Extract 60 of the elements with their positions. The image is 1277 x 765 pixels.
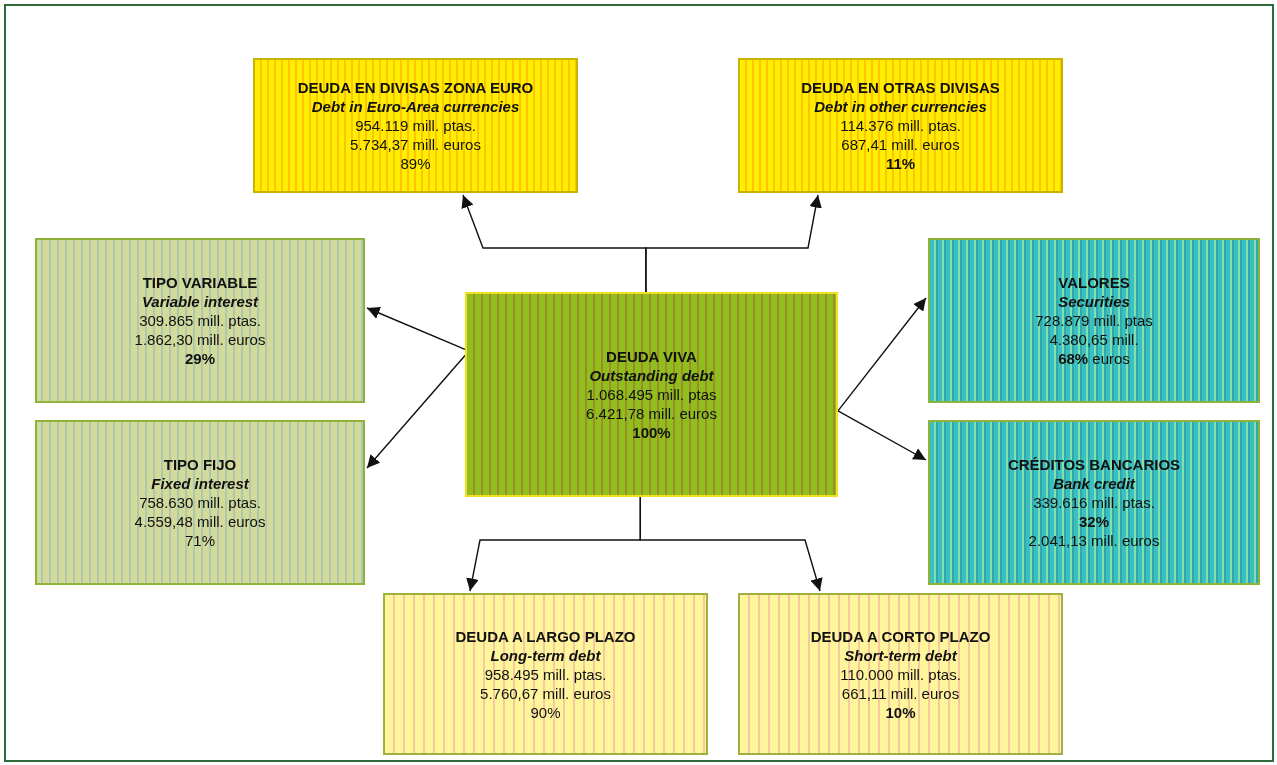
- figure-text: 958.495 mill. ptas.: [484, 664, 607, 684]
- arrow: [366, 307, 466, 351]
- interest-type-box: [35, 238, 365, 403]
- figure-text: 32%: [1079, 512, 1109, 531]
- total-debt-box: [465, 292, 838, 497]
- figure-text: 68% euros: [1058, 349, 1130, 368]
- box-heading: VALORES: [1058, 273, 1130, 292]
- instrument-box: [928, 420, 1260, 585]
- figure-text: 6.421,78 mill. euros: [586, 404, 717, 423]
- instrument-box: [928, 238, 1260, 403]
- box-heading: DEUDA VIVA: [606, 347, 697, 366]
- maturity-box: [738, 593, 1063, 755]
- english-subtitle: Fixed interest: [151, 474, 249, 493]
- figure-text: 758.630 mill. ptas.: [139, 493, 261, 512]
- figure-text: 110.000 mill. ptas.: [840, 664, 961, 684]
- english-subtitle: Outstanding debt: [589, 366, 714, 385]
- figure-text: 687,41 mill. euros: [841, 135, 960, 154]
- figure-text: 309.865 mill. ptas.: [139, 311, 261, 330]
- figure-text: 954.119 mill. ptas.: [355, 116, 476, 135]
- maturity-box: [383, 593, 708, 755]
- box-heading: DEUDA EN DIVISAS ZONA EURO: [297, 78, 534, 97]
- arrow: [837, 297, 927, 412]
- figure-text: 71%: [185, 531, 215, 550]
- figure-text: 4.559,48 mill. euros: [134, 512, 266, 531]
- figure-text: 5.734,37 mill. euros: [350, 135, 481, 154]
- figure-text: 728.879 mill. ptas: [1035, 311, 1153, 330]
- figure-text: 5.760,67 mill. euros: [480, 683, 611, 703]
- arrow: [645, 194, 822, 293]
- box-heading: DEUDA A CORTO PLAZO: [810, 626, 991, 646]
- box-heading: DEUDA A LARGO PLAZO: [455, 626, 636, 646]
- interest-type-box: [35, 420, 365, 585]
- english-subtitle: Securities: [1058, 292, 1130, 311]
- box-heading: TIPO FIJO: [163, 455, 237, 474]
- figure-text: 10%: [885, 702, 916, 722]
- currency-debt-box: [738, 58, 1063, 193]
- arrow: [366, 354, 466, 469]
- figure-text: 1.068.495 mill. ptas: [586, 385, 717, 404]
- figure-text: 1.862,30 mill. euros: [134, 330, 266, 349]
- figure-text: 4.380,65 mill.: [1049, 330, 1139, 349]
- arrow: [837, 410, 927, 461]
- figure-text: 90%: [530, 702, 561, 722]
- figure-text: 339.616 mill. ptas.: [1033, 493, 1155, 512]
- figure-text: 661,11 mill. euros: [841, 683, 960, 703]
- english-subtitle: Bank credit: [1053, 474, 1135, 493]
- english-subtitle: Short-term debt: [844, 645, 957, 665]
- box-heading: DEUDA EN OTRAS DIVISAS: [801, 78, 1000, 97]
- english-subtitle: Long-term debt: [490, 645, 601, 665]
- figure-text: 2.041,13 mill. euros: [1028, 531, 1160, 550]
- english-subtitle: Debt in other currencies: [814, 97, 987, 116]
- english-subtitle: Variable interest: [141, 292, 259, 311]
- figure-text: 29%: [185, 349, 215, 368]
- english-subtitle: Debt in Euro-Area currencies: [311, 97, 520, 116]
- arrow: [639, 496, 823, 592]
- box-heading: TIPO VARIABLE: [142, 273, 258, 292]
- figure-text: 11%: [885, 154, 916, 173]
- currency-debt-box: [253, 58, 578, 193]
- figure-text: 100%: [632, 423, 671, 442]
- figure-text: 114.376 mill. ptas.: [840, 116, 961, 135]
- box-heading: CRÉDITOS BANCARIOS: [1007, 455, 1181, 474]
- figure-text: 89%: [400, 154, 431, 173]
